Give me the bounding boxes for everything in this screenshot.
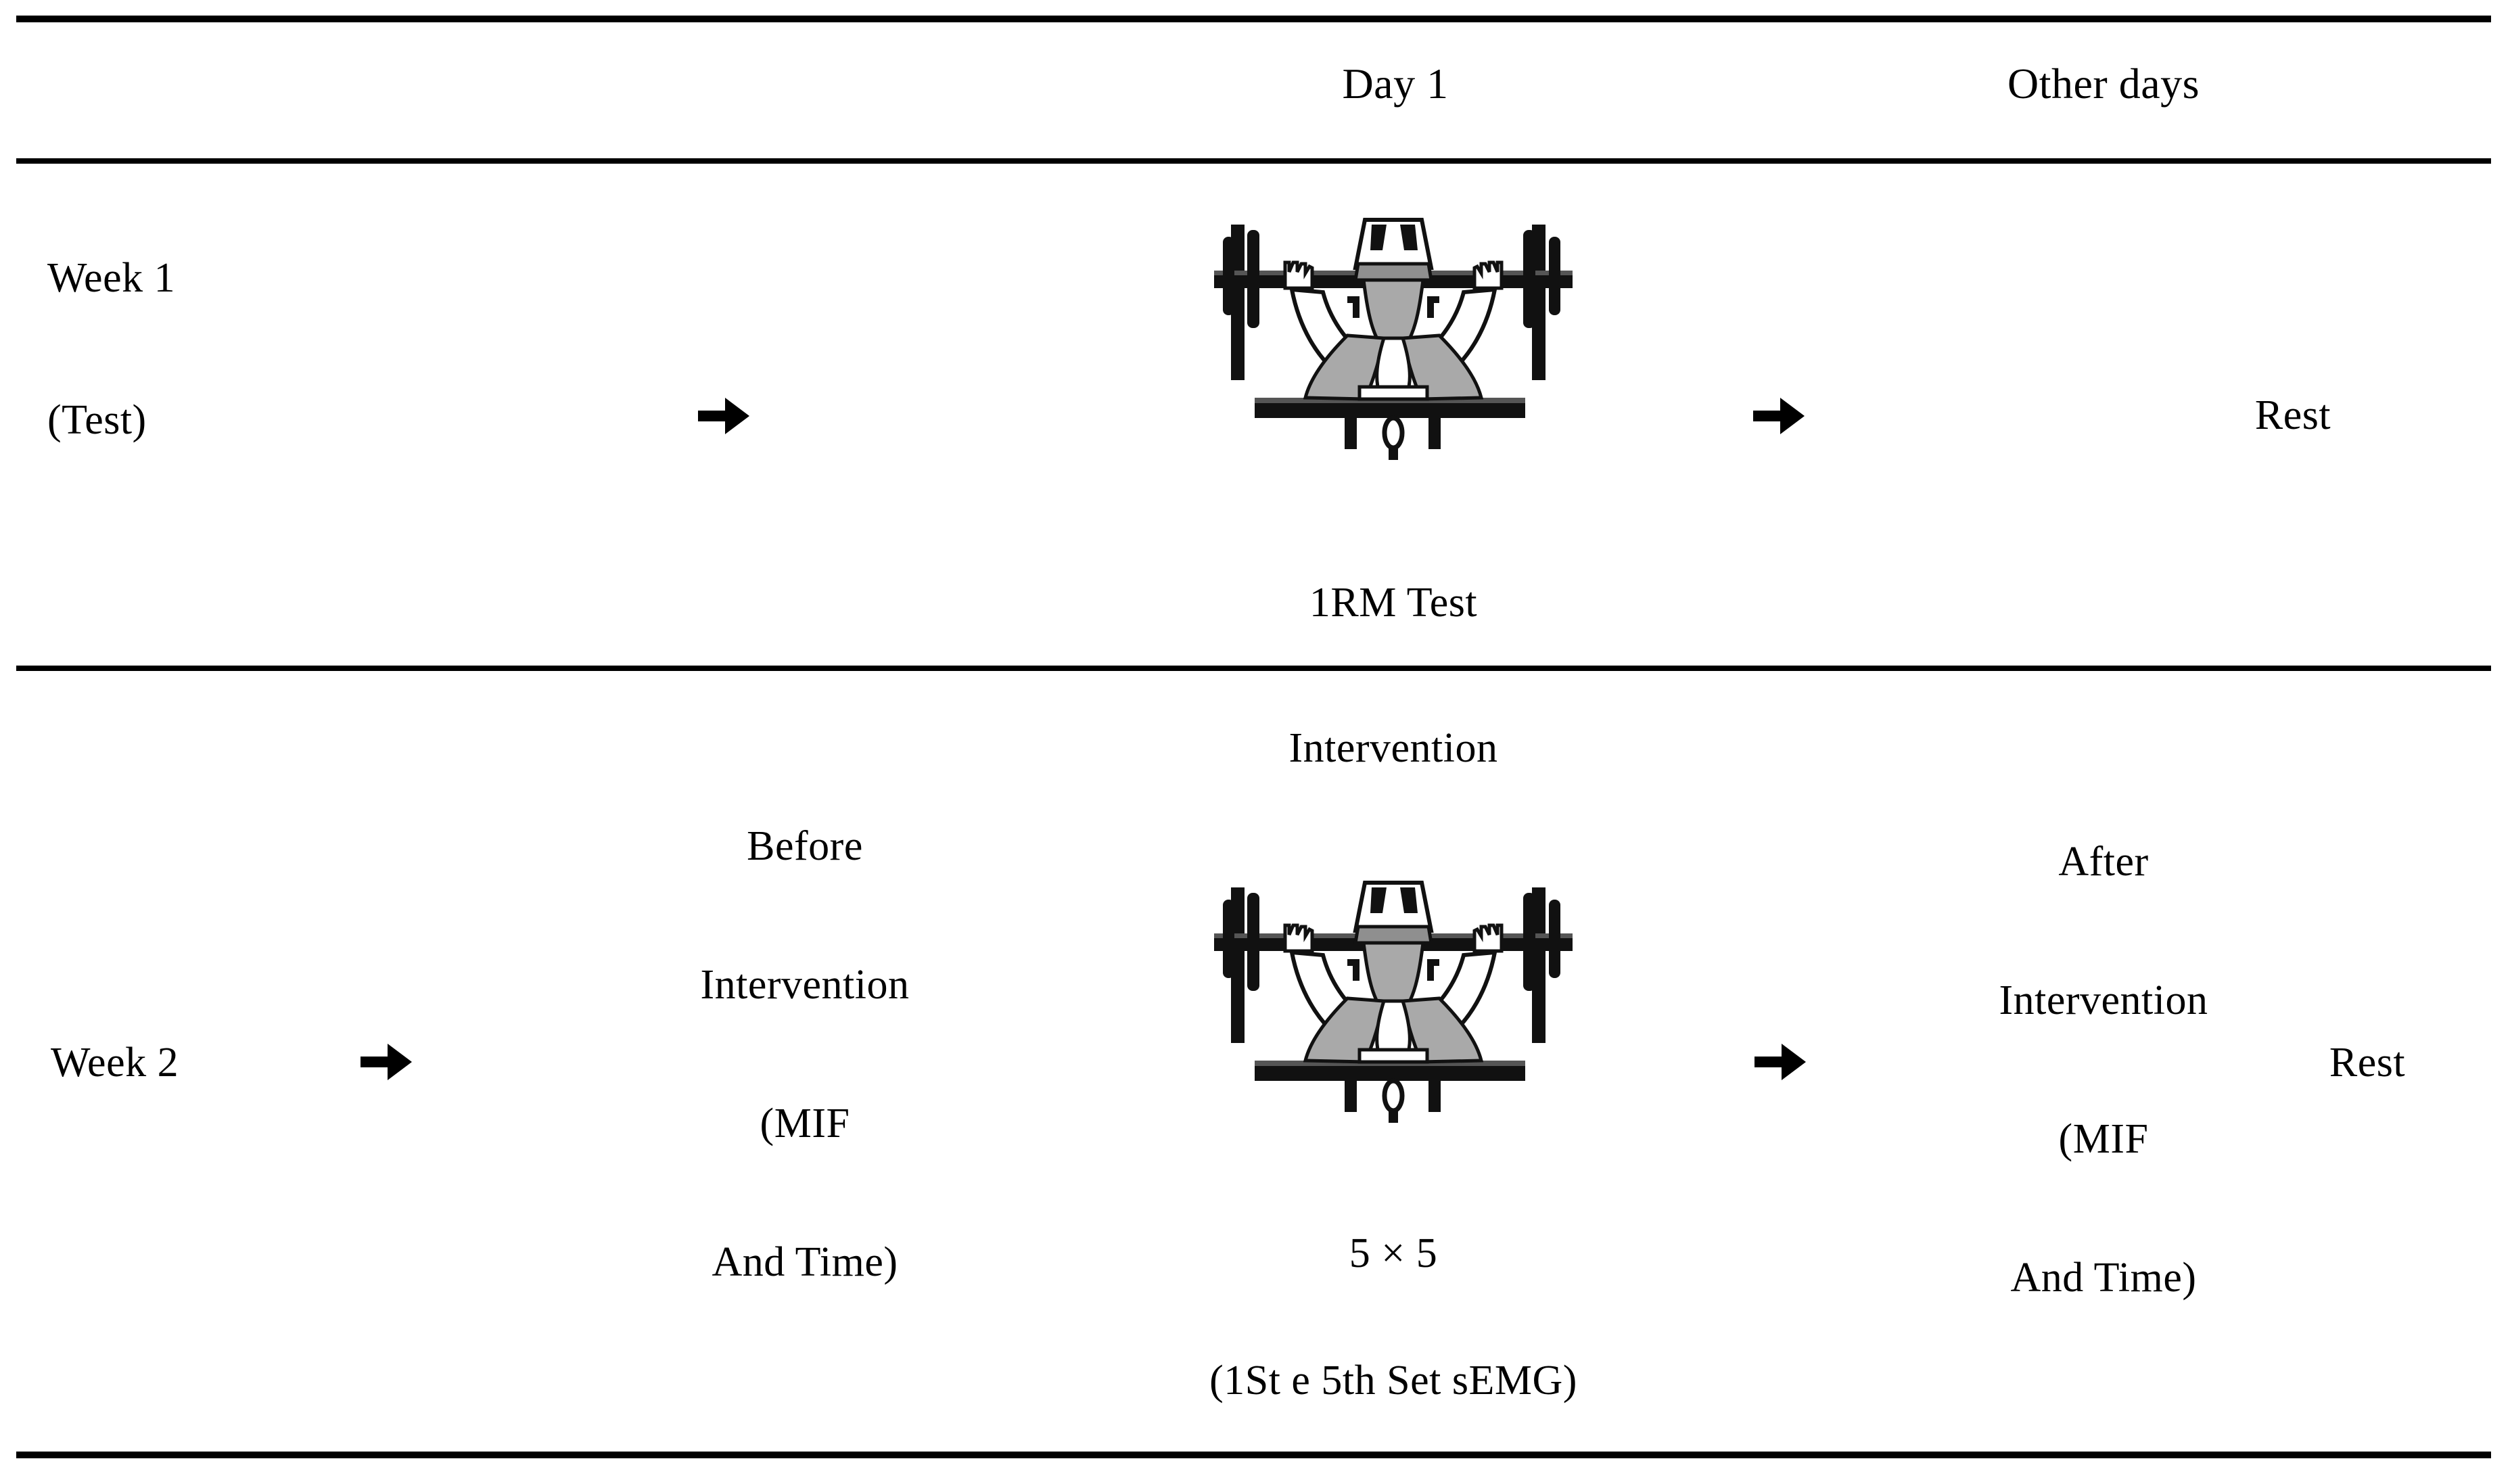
- row-1-figure-caption: 1RM Test: [1309, 580, 1478, 626]
- row-2-after-line-2: Intervention: [1999, 977, 2208, 1023]
- row-1-bench-press-illustration: [1190, 210, 1596, 473]
- row-1-week-label: Week 1: [47, 255, 176, 301]
- row-2-arrow-1-icon: [361, 1040, 413, 1084]
- table-top-border: [16, 16, 2491, 22]
- column-header-day-1: Day 1: [1342, 60, 1449, 108]
- row-2-after-line-4: And Time): [2010, 1255, 2197, 1301]
- table-bottom-border: [16, 1452, 2491, 1458]
- row-2-before-line-2: Intervention: [700, 962, 910, 1008]
- row-2-intervention-heading: Intervention: [1288, 725, 1498, 771]
- row-2-before-line-1: Before: [747, 823, 863, 869]
- row-2-before-line-4: And Time): [712, 1239, 898, 1285]
- row-2-after-line-3: (MIF: [2058, 1116, 2149, 1162]
- table-header-separator: [16, 158, 2491, 164]
- row-2-arrow-2-icon: [1754, 1040, 1807, 1084]
- table-row-separator: [16, 666, 2491, 671]
- row-1-arrow-2-icon: [1753, 394, 1806, 438]
- row-1-week-sublabel: (Test): [47, 397, 147, 443]
- row-2-sets-reps-caption: 5 × 5: [1349, 1230, 1438, 1276]
- row-1-arrow-1-icon: [698, 394, 751, 438]
- column-header-other-days: Other days: [2007, 60, 2200, 108]
- row-2-other-days-value: Rest: [2329, 1040, 2406, 1086]
- row-2-before-line-3: (MIF: [760, 1100, 850, 1146]
- row-2-bench-press-illustration: [1190, 873, 1596, 1136]
- row-2-semg-caption: (1St e 5th Set sEMG): [1209, 1358, 1577, 1404]
- row-1-other-days-value: Rest: [2254, 392, 2331, 438]
- row-2-after-line-1: After: [2058, 839, 2149, 885]
- row-2-week-label: Week 2: [51, 1040, 179, 1086]
